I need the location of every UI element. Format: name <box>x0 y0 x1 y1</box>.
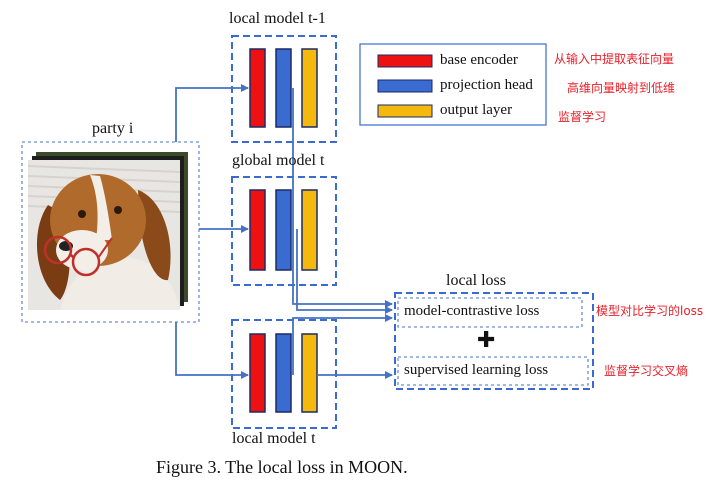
party-box <box>21 141 200 323</box>
label-party: party i <box>92 120 134 137</box>
base-encoder-bar <box>249 48 266 128</box>
label-contrastive-loss: model-contrastive loss <box>404 303 540 319</box>
base-encoder-bar <box>249 189 266 271</box>
projection-head-bar <box>275 189 292 271</box>
model-box-local-prev <box>231 35 337 143</box>
note-projection-head: 高维向量映射到低维 <box>567 81 676 95</box>
projection-head-bar <box>275 48 292 128</box>
dog-photo <box>28 160 180 310</box>
legend-swatch-base-encoder <box>377 54 433 68</box>
output-layer-bar <box>301 189 318 271</box>
model-box-local-curr <box>231 319 337 429</box>
label-local-model-curr: local model t <box>232 430 316 447</box>
figure-caption: Figure 3. The local loss in MOON. <box>156 457 408 477</box>
supervised-loss-box <box>397 356 589 386</box>
base-encoder-bar <box>249 333 266 413</box>
label-local-loss: local loss <box>446 272 506 289</box>
note-output-layer: 监督学习 <box>558 110 607 124</box>
label-local-model-prev: local model t-1 <box>229 10 326 27</box>
note-contrastive-loss: 模型对比学习的loss <box>596 304 704 318</box>
input-arrows <box>175 84 249 379</box>
model-box-global <box>231 176 337 286</box>
output-layer-bar <box>301 333 318 413</box>
note-base-encoder: 从输入中提取表征向量 <box>554 52 675 66</box>
output-layer-bar <box>301 48 318 128</box>
legend-label-projection-head: projection head <box>440 77 533 93</box>
label-global-model: global model t <box>232 152 325 169</box>
legend-label-base-encoder: base encoder <box>440 52 518 68</box>
legend-label-output-layer: output layer <box>440 102 513 118</box>
legend-swatch-projection-head <box>377 79 433 93</box>
label-supervised-loss: supervised learning loss <box>404 362 549 378</box>
contrastive-loss-box <box>397 297 583 328</box>
legend-swatch-output-layer <box>377 104 433 118</box>
plus-icon: ✚ <box>477 328 496 353</box>
projection-head-bar <box>275 333 292 413</box>
representation-arrows <box>292 88 393 379</box>
local-loss-box <box>394 292 594 390</box>
note-supervised-loss: 监督学习交叉熵 <box>604 364 689 378</box>
